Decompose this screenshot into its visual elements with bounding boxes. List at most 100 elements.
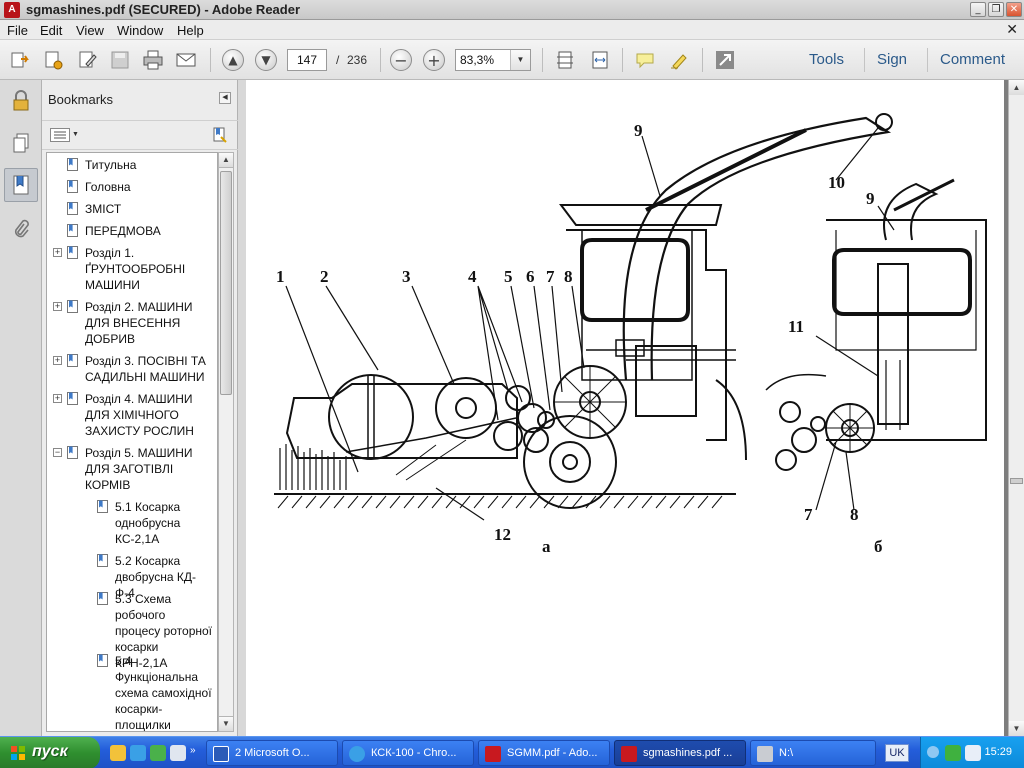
bookmark-icon xyxy=(13,175,29,195)
attachments-panel-button[interactable] xyxy=(4,212,38,246)
expand-toggle-icon[interactable]: − xyxy=(53,447,62,457)
comment-bubble-icon[interactable] xyxy=(633,48,657,72)
security-button[interactable] xyxy=(4,84,38,118)
expand-arrows-icon[interactable] xyxy=(713,48,737,72)
expand-toggle-icon[interactable]: + xyxy=(53,393,62,403)
quicklaunch-chrome-icon[interactable] xyxy=(130,745,146,761)
expand-toggle-icon[interactable]: + xyxy=(53,247,62,257)
start-button[interactable]: пуск xyxy=(0,737,100,768)
expand-tray-icon[interactable] xyxy=(927,746,939,758)
callout-label: 7 xyxy=(546,267,555,286)
figure-caption-a: а xyxy=(542,537,551,556)
scroll-thumb[interactable] xyxy=(1010,478,1023,484)
language-indicator[interactable]: UK xyxy=(885,744,909,762)
pages-panel-button[interactable] xyxy=(4,126,38,160)
scroll-up-icon[interactable]: ▲ xyxy=(219,153,233,168)
zoom-select[interactable]: 83,3% ▼ xyxy=(455,49,531,71)
taskbar-item-sgmashines-pdf[interactable]: sgmashines.pdf ... xyxy=(614,740,746,766)
next-page-button[interactable]: ▼ xyxy=(254,48,278,72)
lock-icon xyxy=(13,90,29,111)
arrow-down-icon: ▼ xyxy=(255,49,277,71)
save-icon[interactable] xyxy=(108,48,132,72)
expand-toggle-icon[interactable]: + xyxy=(53,355,62,365)
find-bookmark-icon[interactable] xyxy=(212,127,228,143)
print-icon[interactable] xyxy=(141,48,165,72)
previous-page-button[interactable]: ▲ xyxy=(221,48,245,72)
page-separator: / xyxy=(336,53,340,67)
document-view[interactable]: 1 2 3 4 5 6 7 8 9 10 12 9 11 7 8 а б xyxy=(246,80,1008,736)
quicklaunch-app-icon[interactable] xyxy=(150,745,166,761)
menu-view[interactable]: View xyxy=(76,23,104,38)
bookmark-label: Титульна xyxy=(85,158,137,172)
scroll-down-icon[interactable]: ▼ xyxy=(219,716,233,731)
paperclip-icon xyxy=(14,219,29,238)
network-icon[interactable] xyxy=(965,745,981,761)
scroll-thumb[interactable] xyxy=(220,171,232,395)
tools-link[interactable]: Tools xyxy=(809,51,845,68)
bookmark-label: Розділ 5. МАШИНИ ДЛЯ ЗАГОТІВЛІ КОРМІВ xyxy=(85,446,193,492)
collapse-panel-button[interactable]: ◀ xyxy=(219,92,231,104)
quicklaunch-app-icon[interactable] xyxy=(170,745,186,761)
toolbar-separator xyxy=(622,48,623,72)
toolbar-separator xyxy=(927,48,928,72)
toolbar-separator xyxy=(542,48,543,72)
highlight-pen-icon[interactable] xyxy=(667,48,691,72)
minimize-button[interactable]: _ xyxy=(970,2,986,17)
callout-label: 10 xyxy=(828,173,845,192)
menu-edit[interactable]: Edit xyxy=(40,23,63,38)
task-label: SGMM.pdf - Ado... xyxy=(507,747,598,759)
task-label: N:\ xyxy=(779,747,794,759)
taskbar-item-chrome[interactable]: КСК-100 - Chro... xyxy=(342,740,474,766)
bookmark-icon xyxy=(67,202,78,215)
quicklaunch-app-icon[interactable] xyxy=(110,745,126,761)
document-scrollbar[interactable]: ▲ ▼ xyxy=(1008,80,1024,736)
menu-window[interactable]: Window xyxy=(117,23,164,38)
chevron-right-icon[interactable]: » xyxy=(190,745,196,756)
expand-toggle-icon[interactable]: + xyxy=(53,301,62,311)
chrome-icon xyxy=(349,746,365,762)
page-total: 236 xyxy=(347,53,368,67)
scroll-down-icon[interactable]: ▼ xyxy=(1009,721,1024,736)
navigation-rail xyxy=(0,80,42,736)
taskbar-item-sgmm-pdf[interactable]: SGMM.pdf - Ado... xyxy=(478,740,610,766)
harvester-diagram: 1 2 3 4 5 6 7 8 9 10 12 9 11 7 8 а б xyxy=(274,113,987,556)
bookmarks-panel-button[interactable] xyxy=(4,168,38,202)
bookmarks-scrollbar[interactable]: ▲ ▼ xyxy=(218,152,234,732)
fit-width-icon[interactable] xyxy=(588,48,612,72)
bookmarks-header: Bookmarks xyxy=(48,92,114,107)
convert-pdf-icon[interactable] xyxy=(42,48,66,72)
panel-splitter[interactable] xyxy=(238,80,246,736)
window-controls: _ ❐ ✕ xyxy=(970,2,1022,17)
callout-label: 6 xyxy=(526,267,535,286)
tray-app-icon[interactable] xyxy=(945,745,961,761)
bookmark-icon xyxy=(67,158,78,171)
toolbar-separator xyxy=(864,48,865,72)
sign-link[interactable]: Sign xyxy=(877,51,908,68)
close-button[interactable]: ✕ xyxy=(1006,2,1022,17)
bookmark-label: Розділ 1. ҐРУНТООБРОБНІ МАШИНИ xyxy=(85,246,186,292)
comment-link[interactable]: Comment xyxy=(940,51,1006,68)
zoom-out-button[interactable]: − xyxy=(389,48,413,72)
options-menu-icon[interactable] xyxy=(50,128,70,142)
taskbar-item-drive[interactable]: N:\ xyxy=(750,740,876,766)
task-label: 2 Microsoft O... xyxy=(235,747,310,759)
callout-label: 2 xyxy=(320,267,329,286)
chevron-down-icon[interactable]: ▼ xyxy=(72,131,79,138)
task-label: КСК-100 - Chro... xyxy=(371,747,457,759)
email-icon[interactable] xyxy=(174,48,198,72)
menu-help[interactable]: Help xyxy=(177,23,204,38)
chevron-down-icon[interactable]: ▼ xyxy=(510,50,530,70)
menu-file[interactable]: File xyxy=(7,23,28,38)
zoom-in-button[interactable]: + xyxy=(422,48,446,72)
maximize-button[interactable]: ❐ xyxy=(988,2,1004,17)
edit-icon[interactable] xyxy=(76,48,100,72)
bookmark-icon xyxy=(67,300,78,313)
plus-icon: + xyxy=(423,49,445,71)
create-pdf-icon[interactable] xyxy=(8,48,32,72)
taskbar-item-word[interactable]: 2 Microsoft O... xyxy=(206,740,338,766)
scroll-up-icon[interactable]: ▲ xyxy=(1009,80,1024,95)
toolbar-separator xyxy=(380,48,381,72)
close-document-button[interactable]: ✕ xyxy=(1006,21,1018,37)
page-number-input[interactable]: 147 xyxy=(287,49,327,71)
fit-page-icon[interactable] xyxy=(553,48,577,72)
